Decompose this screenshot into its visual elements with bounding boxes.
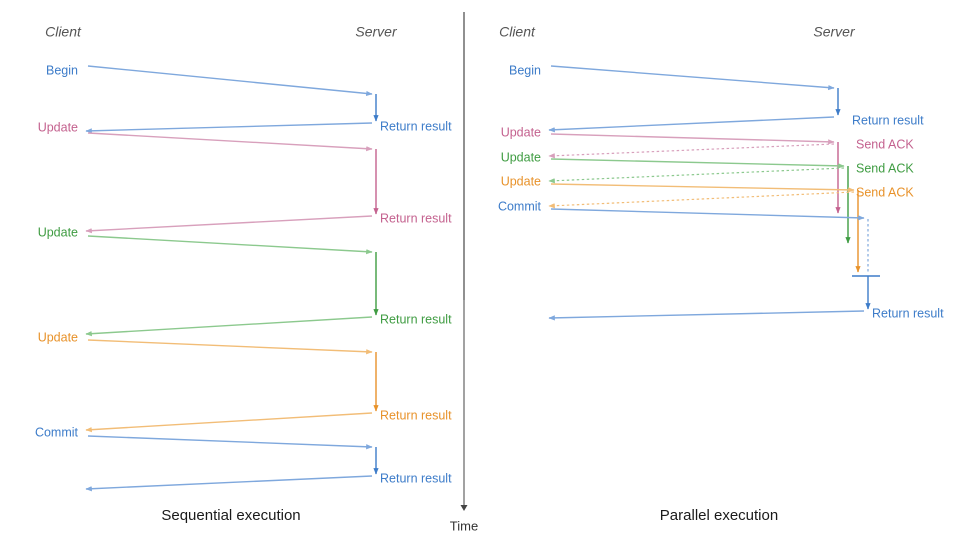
flow-parallel-ack1-response [548, 143, 835, 159]
flow-sequential-update3-response [85, 412, 373, 433]
actor-label-server: Server [813, 24, 856, 40]
flow-parallel-begin-response [548, 116, 835, 133]
flow-sequential-update1-request [87, 132, 373, 152]
time-axis-label: Time [450, 518, 478, 533]
flow-sequential-update1-response [85, 215, 373, 234]
message-label-seq-update-2-return: Return result [380, 312, 452, 326]
time-axis-arrowhead [460, 505, 468, 511]
panel-caption-parallel: Parallel execution [660, 507, 778, 524]
flow-parallel-commit-response [548, 310, 865, 321]
message-label-par-commit: Commit [498, 199, 542, 213]
message-label-par-update-2: Update [501, 150, 541, 164]
flow-sequential-commit-request [87, 435, 373, 450]
flow-parallel-ack3-response [548, 191, 855, 209]
flow-parallel-ack2-response [548, 167, 845, 184]
message-label-seq-update-1-return: Return result [380, 211, 452, 225]
message-label-seq-commit-return: Return result [380, 471, 452, 485]
message-label-par-begin-return: Return result [852, 113, 924, 127]
message-label-seq-update-2: Update [38, 225, 78, 239]
flow-sequential-update3-request [87, 339, 373, 355]
message-label-seq-begin-return: Return result [380, 119, 452, 133]
flow-sequential-update2-response [85, 316, 373, 337]
flow-parallel-update3-request [550, 183, 855, 193]
flow-sequential-begin-response [85, 122, 373, 134]
message-label-seq-update-3-return: Return result [380, 408, 452, 422]
message-label-par-update-3: Update [501, 174, 541, 188]
flow-sequential-commit-response [85, 475, 373, 492]
flow-parallel-begin-request [550, 65, 835, 91]
panel-caption-sequential: Sequential execution [161, 507, 300, 524]
message-label-par-ack-3: Send ACK [856, 185, 914, 199]
flow-parallel-update2-request [550, 158, 845, 169]
message-label-par-ack-2: Send ACK [856, 161, 914, 175]
flow-sequential-update2-request [87, 235, 373, 255]
message-label-seq-update-1: Update [38, 120, 78, 134]
time-axis: Time [450, 300, 478, 533]
message-label-par-update-1: Update [501, 125, 541, 139]
actor-label-server: Server [355, 24, 398, 40]
message-label-seq-commit: Commit [35, 425, 79, 439]
message-label-par-begin: Begin [509, 63, 541, 77]
flow-sequential-begin-request [87, 65, 373, 97]
actor-label-client: Client [45, 24, 82, 40]
flow-parallel-update1-request [550, 133, 835, 145]
message-label-par-ack-1: Send ACK [856, 137, 914, 151]
flow-parallel-commit-request [550, 208, 865, 221]
message-label-seq-update-3: Update [38, 330, 78, 344]
actor-label-client: Client [499, 24, 536, 40]
message-label-par-commit-return: Return result [872, 306, 944, 320]
message-label-seq-begin: Begin [46, 63, 78, 77]
